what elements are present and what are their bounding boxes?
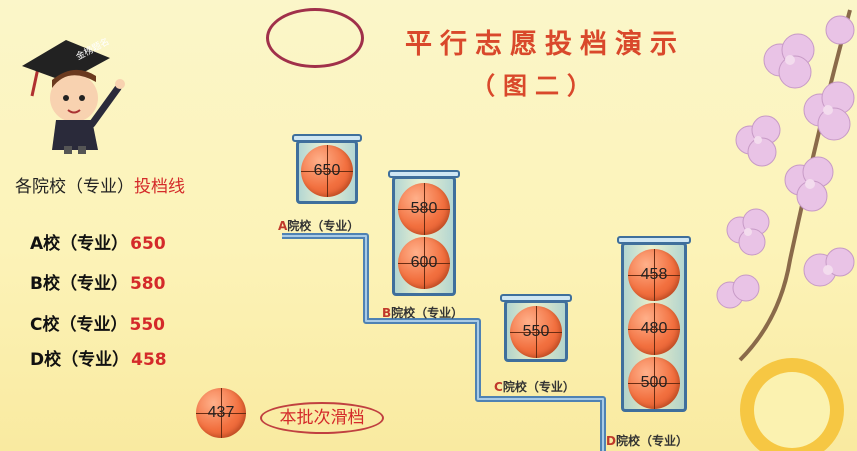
page-title: 平行志愿投档演示 xyxy=(405,29,685,60)
ball-score: 600 xyxy=(410,254,438,271)
basketball: 480 xyxy=(628,303,680,355)
legend-row-value: 550 xyxy=(129,315,165,335)
jar-b: 580 600 xyxy=(392,176,456,296)
graduate-mascot: 金榜题名 xyxy=(22,35,125,154)
basketball: 500 xyxy=(628,357,680,409)
ball-score: 650 xyxy=(313,162,341,179)
page-subtitle: （图二） xyxy=(471,71,599,100)
jar-c-label: C院校（专业） xyxy=(494,380,575,394)
basketball: 650 xyxy=(301,145,353,197)
legend-row-value: 650 xyxy=(130,234,166,254)
legend-row-a: A校（专业）650 xyxy=(30,229,166,254)
legend-heading: 各院校（专业）投档线 xyxy=(15,172,185,197)
legend-row-name: B校（专业） xyxy=(30,274,128,294)
basketball: 458 xyxy=(628,249,680,301)
slide-score: 437 xyxy=(207,404,235,421)
legend-row-c: C校（专业）550 xyxy=(30,310,165,335)
ball-score: 500 xyxy=(640,374,668,391)
legend-row-name: C校（专业） xyxy=(30,315,128,335)
slide-label: 本批次滑档 xyxy=(260,402,384,434)
legend-row-name: D校（专业） xyxy=(30,350,130,370)
legend-row-value: 580 xyxy=(129,274,166,294)
basketball: 550 xyxy=(510,306,562,358)
jar-a: 650 xyxy=(296,140,358,204)
ball-score: 480 xyxy=(640,320,668,337)
jar-d: 458 480 500 xyxy=(621,242,687,412)
legend-row-value: 458 xyxy=(131,350,167,370)
jar-b-label: B院校（专业） xyxy=(382,306,464,320)
legend-heading-highlight: 投档线 xyxy=(134,177,185,197)
basketball: 580 xyxy=(398,183,450,235)
legend-row-d: D校（专业）458 xyxy=(30,345,167,370)
jar-a-label: A院校（专业） xyxy=(278,219,360,233)
ball-score: 580 xyxy=(410,200,438,217)
basketball: 600 xyxy=(398,237,450,289)
flower-decoration xyxy=(716,9,855,451)
legend-heading-text: 各院校（专业） xyxy=(15,177,134,197)
legend-row-name: A校（专业） xyxy=(30,234,129,254)
slide-basketball: 437 xyxy=(196,388,246,438)
jar-d-label: D院校（专业） xyxy=(606,434,688,448)
decorative-oval xyxy=(266,8,364,68)
ball-score: 550 xyxy=(522,323,550,340)
ball-score: 458 xyxy=(640,266,668,283)
jar-c: 550 xyxy=(504,300,568,362)
legend-row-b: B校（专业）580 xyxy=(30,269,165,294)
